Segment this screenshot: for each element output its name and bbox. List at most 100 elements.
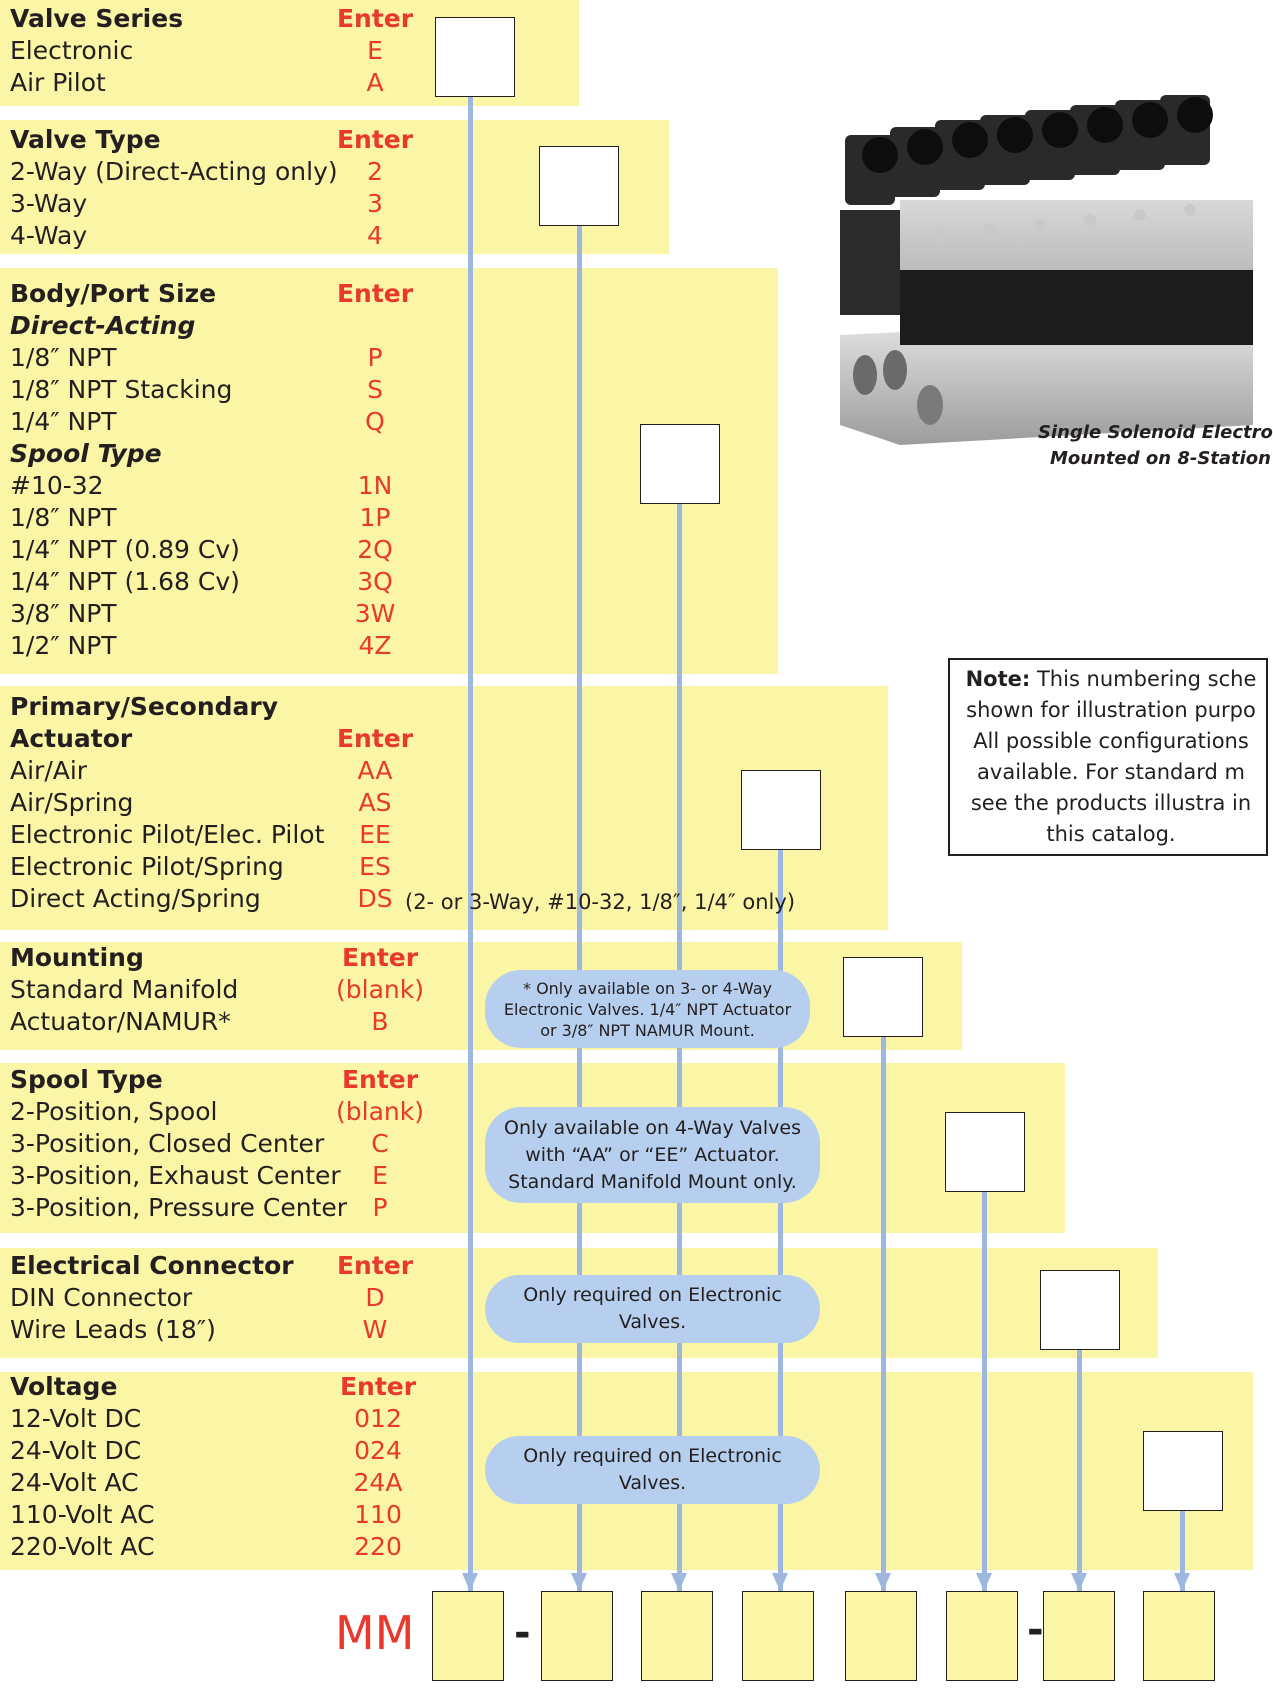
option-code: 24A bbox=[353, 1468, 403, 1497]
arrow-1 bbox=[462, 1573, 478, 1591]
option-label: 1/4″ NPT (1.68 Cv) bbox=[10, 567, 240, 596]
mounting-info-bubble: * Only available on 3- or 4-Way Electron… bbox=[485, 970, 810, 1048]
option-code: DS bbox=[357, 884, 393, 913]
photo-caption-line2: Mounted on 8-Station bbox=[1050, 448, 1271, 469]
option-label: Wire Leads (18″) bbox=[10, 1315, 216, 1344]
electrical-info-bubble: Only required on Electronic Valves. bbox=[485, 1275, 820, 1343]
option-label: 1/4″ NPT bbox=[10, 407, 117, 436]
connector-line-4 bbox=[778, 850, 783, 1591]
option-code: E bbox=[367, 36, 383, 65]
actuator-entry-box[interactable] bbox=[741, 770, 821, 850]
option-code: ES bbox=[359, 852, 391, 881]
model-digit-box-2[interactable] bbox=[541, 1591, 613, 1681]
direct-acting-subtitle: Direct-Acting bbox=[10, 311, 196, 340]
option-label: 4-Way bbox=[10, 221, 88, 250]
option-code: EE bbox=[359, 820, 391, 849]
electrical-enter: Enter bbox=[336, 1251, 414, 1280]
voltage-entry-box[interactable] bbox=[1143, 1431, 1223, 1511]
arrow-7 bbox=[1071, 1573, 1087, 1591]
option-label: 2-Position, Spool bbox=[10, 1097, 218, 1126]
option-code: A bbox=[366, 68, 384, 97]
electrical-entry-box[interactable] bbox=[1040, 1270, 1120, 1350]
option-label: #10-32 bbox=[10, 471, 104, 500]
note-bold: Note: bbox=[965, 667, 1031, 691]
option-label: Actuator/NAMUR* bbox=[10, 1007, 231, 1036]
photo-caption-line1: Single Solenoid Electro bbox=[1038, 422, 1273, 443]
option-code: S bbox=[367, 375, 383, 404]
option-label: Direct Acting/Spring bbox=[10, 884, 261, 913]
voltage-info-bubble: Only required on Electronic Valves. bbox=[485, 1436, 820, 1504]
actuator-title-line2: Actuator bbox=[10, 724, 133, 753]
model-separator-1: - bbox=[514, 1610, 531, 1656]
actuator-band bbox=[0, 686, 888, 930]
option-code: 4Z bbox=[358, 631, 392, 660]
option-label: Air Pilot bbox=[10, 68, 106, 97]
connector-line-6 bbox=[982, 1192, 987, 1591]
valve-manifold-photo bbox=[840, 95, 1253, 445]
ds-restriction-note: (2- or 3-Way, #10-32, 1/8″, 1/4″ only) bbox=[405, 890, 796, 914]
model-digit-box-1[interactable] bbox=[432, 1591, 504, 1681]
connector-line-8 bbox=[1180, 1510, 1185, 1591]
option-code: B bbox=[371, 1007, 389, 1036]
option-label: Air/Air bbox=[10, 756, 88, 785]
connector-line-2 bbox=[577, 226, 582, 1591]
body-port-title: Body/Port Size bbox=[10, 279, 217, 308]
model-digit-box-8[interactable] bbox=[1143, 1591, 1215, 1681]
option-code: 2 bbox=[367, 157, 383, 186]
note-text: This numbering sche shown for illustrati… bbox=[966, 667, 1257, 846]
option-label: 3/8″ NPT bbox=[10, 599, 117, 628]
option-code: AA bbox=[357, 756, 393, 785]
spool-type-subtitle: Spool Type bbox=[10, 439, 162, 468]
option-label: Standard Manifold bbox=[10, 975, 239, 1004]
model-digit-box-4[interactable] bbox=[742, 1591, 814, 1681]
model-digit-box-3[interactable] bbox=[641, 1591, 713, 1681]
option-code: 3 bbox=[367, 189, 383, 218]
voltage-title: Voltage bbox=[10, 1372, 118, 1401]
option-code: D bbox=[365, 1283, 385, 1312]
option-label: 220-Volt AC bbox=[10, 1532, 155, 1561]
option-code: 220 bbox=[354, 1532, 402, 1561]
option-code: 1N bbox=[357, 471, 393, 500]
option-label: Electronic bbox=[10, 36, 134, 65]
valve-series-entry-box[interactable] bbox=[435, 17, 515, 97]
valve-type-title: Valve Type bbox=[10, 125, 161, 154]
option-label: 24-Volt AC bbox=[10, 1468, 139, 1497]
electrical-title: Electrical Connector bbox=[10, 1251, 294, 1280]
option-label: 1/8″ NPT bbox=[10, 343, 117, 372]
option-code: 012 bbox=[354, 1404, 402, 1433]
actuator-enter: Enter bbox=[336, 724, 414, 753]
spool-type-title: Spool Type bbox=[10, 1065, 163, 1094]
option-label: 3-Position, Pressure Center bbox=[10, 1193, 347, 1222]
arrow-6 bbox=[976, 1573, 992, 1591]
mounting-entry-box[interactable] bbox=[843, 957, 923, 1037]
option-code: 110 bbox=[354, 1500, 402, 1529]
arrow-5 bbox=[875, 1573, 891, 1591]
option-code: P bbox=[367, 343, 383, 372]
option-label: 3-Position, Exhaust Center bbox=[10, 1161, 341, 1190]
spool-entry-box[interactable] bbox=[945, 1112, 1025, 1192]
option-label: 3-Position, Closed Center bbox=[10, 1129, 325, 1158]
arrow-3 bbox=[671, 1573, 687, 1591]
model-digit-box-5[interactable] bbox=[845, 1591, 917, 1681]
body-port-enter: Enter bbox=[336, 279, 414, 308]
option-label: 1/8″ NPT Stacking bbox=[10, 375, 233, 404]
option-label: Electronic Pilot/Spring bbox=[10, 852, 284, 881]
option-label: 24-Volt DC bbox=[10, 1436, 142, 1465]
voltage-enter: Enter bbox=[339, 1372, 417, 1401]
option-label: 2-Way (Direct-Acting only) bbox=[10, 157, 338, 186]
model-digit-box-7[interactable] bbox=[1043, 1591, 1115, 1681]
option-label: 1/4″ NPT (0.89 Cv) bbox=[10, 535, 240, 564]
body-port-entry-box[interactable] bbox=[640, 424, 720, 504]
option-label: 1/8″ NPT bbox=[10, 503, 117, 532]
option-code: 3Q bbox=[357, 567, 393, 596]
option-code: W bbox=[362, 1315, 388, 1344]
option-code: 2Q bbox=[357, 535, 393, 564]
connector-line-1 bbox=[468, 97, 473, 1591]
model-digit-box-6[interactable] bbox=[946, 1591, 1018, 1681]
mounting-title: Mounting bbox=[10, 943, 144, 972]
option-label: 110-Volt AC bbox=[10, 1500, 155, 1529]
numbering-note: Note: This numbering sche shown for illu… bbox=[948, 658, 1268, 856]
option-label: Air/Spring bbox=[10, 788, 134, 817]
valve-type-entry-box[interactable] bbox=[539, 146, 619, 226]
valve-type-enter: Enter bbox=[336, 125, 414, 154]
